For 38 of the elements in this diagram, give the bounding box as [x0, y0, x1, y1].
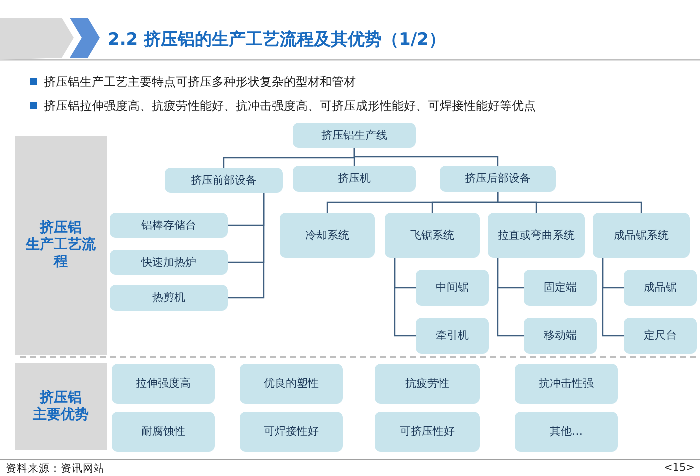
process-box: 耐腐蚀性	[112, 412, 215, 452]
category-panel: 挤压铝生产工艺流程	[15, 136, 107, 355]
connector-line	[394, 258, 416, 337]
footer-text: 资料来源：资讯网站	[6, 462, 105, 476]
connector-line	[228, 193, 265, 299]
process-box: 可挤压性好	[375, 412, 480, 452]
process-box: 铝棒存储台	[110, 213, 228, 238]
title: 2.2 挤压铝的生产工艺流程及其优势（1/2）	[108, 29, 446, 51]
process-box: 挤压铝生产线	[293, 123, 416, 148]
bullet-text: 挤压铝拉伸强度高、抗疲劳性能好、抗冲击强度高、可挤压成形性能好、可焊接性能好等优点	[44, 98, 536, 115]
process-box: 冷却系统	[280, 213, 375, 258]
process-box: 优良的塑性	[240, 364, 343, 404]
process-box: 成品锯系统	[593, 213, 690, 258]
process-box: 热剪机	[110, 285, 228, 311]
process-box: 抗冲击性强	[515, 364, 618, 404]
process-box: 其他…	[515, 412, 618, 452]
process-box: 牵引机	[416, 318, 489, 354]
process-box: 移动端	[524, 318, 597, 354]
connector-line	[602, 258, 624, 337]
process-box: 可焊接性好	[240, 412, 343, 452]
footer-text: <15>	[664, 462, 695, 474]
process-box: 快速加热炉	[110, 250, 228, 275]
process-box: 固定端	[524, 270, 597, 306]
process-box: 飞锯系统	[385, 213, 480, 258]
process-box: 挤压前部设备	[165, 168, 283, 193]
process-box: 成品锯	[624, 270, 697, 306]
connector-line	[497, 192, 642, 213]
connector-line	[354, 148, 499, 166]
process-box: 挤压后部设备	[440, 166, 556, 192]
process-box: 定尺台	[624, 318, 697, 354]
connector-line	[497, 258, 524, 337]
process-box: 抗疲劳性	[375, 364, 480, 404]
bullet-text: 挤压铝生产工艺主要特点可挤压多种形状复杂的型材和管材	[44, 74, 356, 91]
process-box: 拉直或弯曲系统	[488, 213, 585, 258]
process-box: 拉伸强度高	[112, 364, 215, 404]
process-box: 中间锯	[416, 270, 489, 306]
process-box: 挤压机	[293, 166, 416, 192]
category-panel: 挤压铝主要优势	[15, 363, 107, 450]
